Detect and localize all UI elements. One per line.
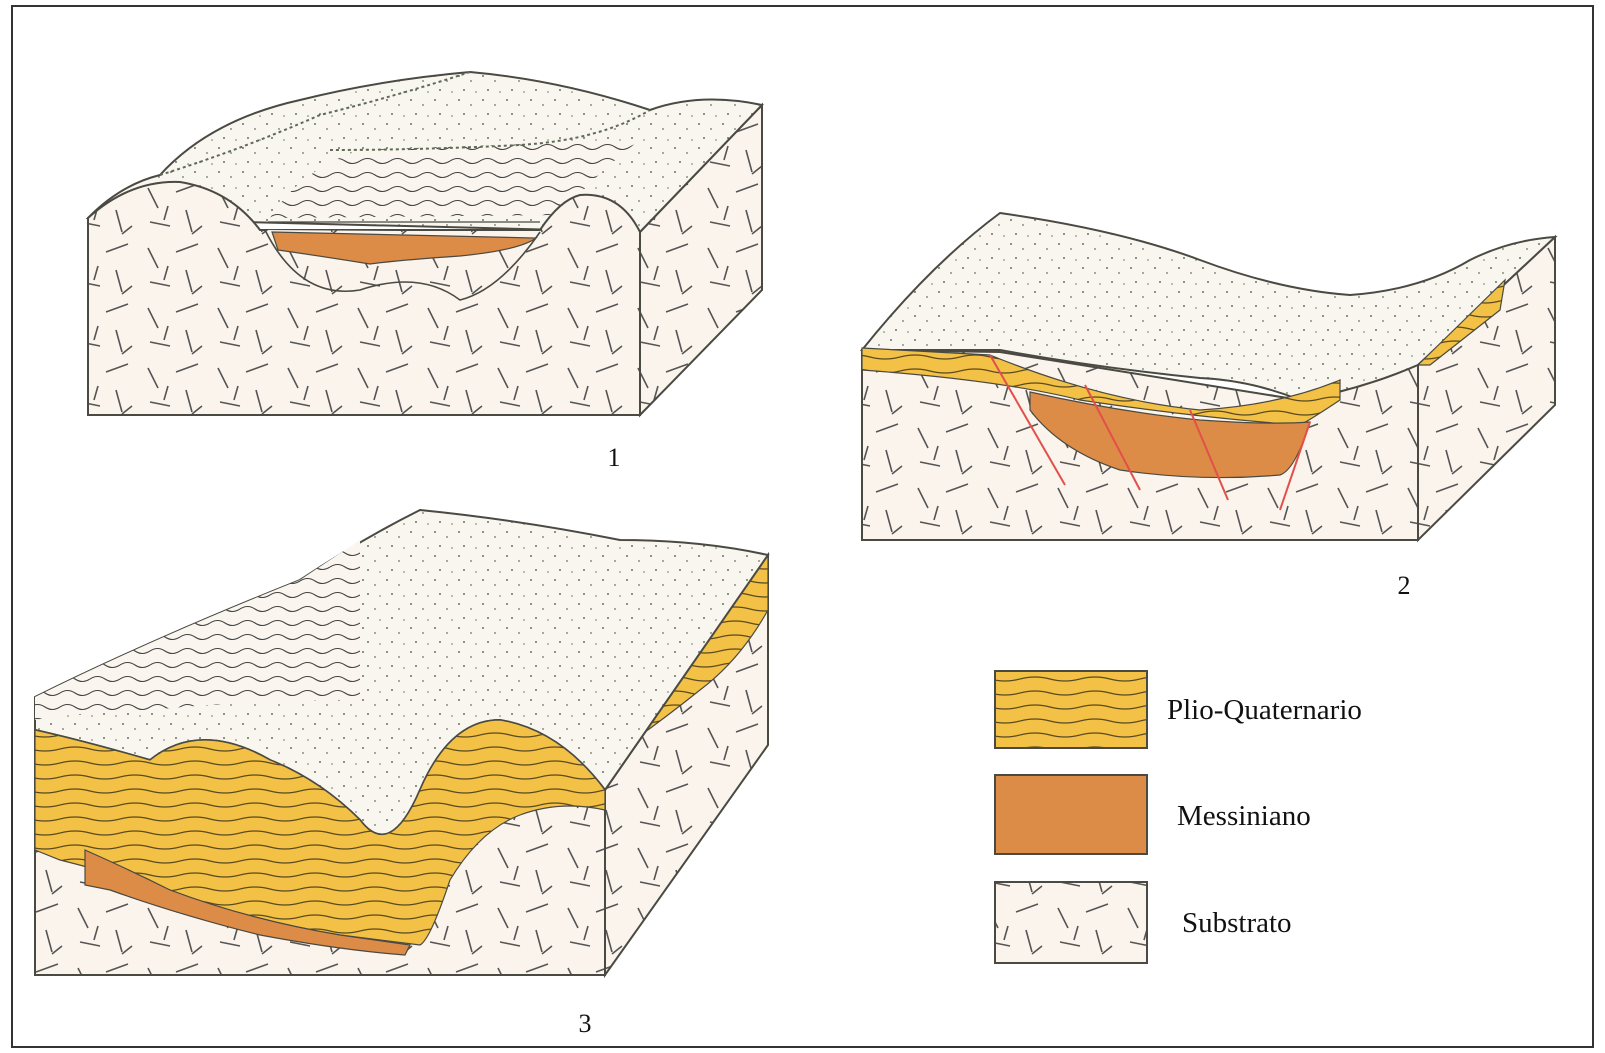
diagram-number-1: 1: [608, 443, 621, 472]
legend-swatch-messiniano: [995, 775, 1147, 854]
legend-label-plio-quaternario: Plio-Quaternario: [1167, 694, 1362, 726]
legend-label-messiniano: Messiniano: [1177, 800, 1311, 832]
diagram-number-3: 3: [579, 1009, 592, 1038]
legend-swatch-plio-quaternario: [995, 671, 1147, 748]
legend-label-substrato: Substrato: [1182, 907, 1292, 939]
diagram-number-2: 2: [1398, 571, 1411, 600]
legend-swatch-substrato: [995, 882, 1147, 963]
